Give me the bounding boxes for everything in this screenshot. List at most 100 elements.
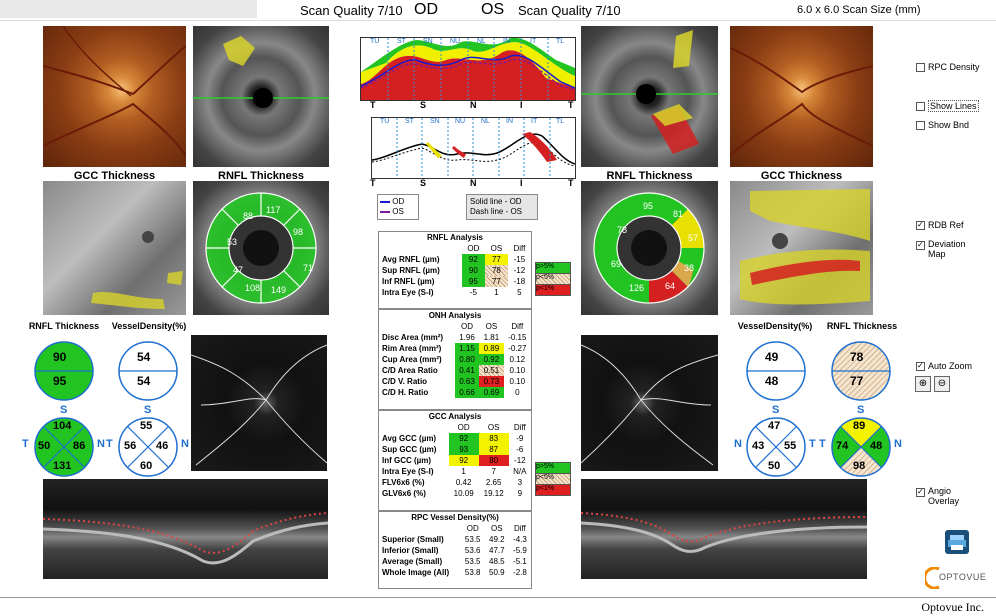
os-rnfl-quad-circle: 89 74 48 98	[830, 416, 892, 478]
os-vd-quad-n: 55	[784, 440, 797, 452]
zoom-in-icon[interactable]: ⊕	[915, 376, 931, 392]
auto-zoom-checkbox[interactable]	[916, 362, 925, 372]
od-gcc-title: GCC Thickness	[73, 170, 156, 182]
os-rnfl-sector-7: 69	[611, 259, 622, 269]
rdb-ref-checkbox[interactable]	[916, 221, 925, 231]
os-vd-hemi-circle: 49 48	[745, 340, 807, 402]
deviation-map-checkbox[interactable]	[916, 241, 925, 250]
angio-overlay-toggle[interactable]: Angio Overlay	[916, 486, 976, 506]
os-vd-hemi-inf: 48	[765, 374, 779, 388]
col-od: OD	[467, 244, 480, 253]
od-angio-image	[191, 335, 327, 471]
os-vd-quad-n-axis: N	[734, 438, 742, 450]
tsnit-label-tl: TL	[556, 38, 565, 45]
onh-analysis-title: ONH Analysis	[428, 311, 482, 320]
rpc-density-checkbox[interactable]	[916, 63, 925, 73]
od-vd-quad-i: 60	[140, 460, 153, 472]
angio-overlay-checkbox[interactable]	[916, 488, 925, 497]
od-rnfl-quad-circle: 104 50 86 131	[33, 416, 95, 478]
os-vd-quad-t: 43	[752, 440, 765, 452]
legend-p1-abnormal: p<1%	[535, 285, 571, 296]
od-rnfl-sector-1: 88	[243, 211, 254, 221]
os-fundus-image	[730, 26, 873, 167]
rnfl-significance-legend: p>5% p<5% p<1%	[535, 262, 571, 296]
os-rnfl-title: RNFL Thickness	[606, 170, 693, 182]
os-rnfl-quad-s: 89	[853, 420, 866, 432]
od-rnfl-sector-4: 71	[303, 263, 314, 273]
tsnit-axis-top-s: S	[420, 100, 427, 110]
rpc-density-toggle[interactable]: RPC Density	[916, 62, 980, 73]
col-diff: Diff	[513, 244, 526, 253]
tsnit-axis-top: T S N I T	[360, 100, 580, 112]
tsnit-sector-labels: TU ST SN NU NL IN IT TL	[360, 38, 574, 48]
os-rnfl-circle-title: RNFL Thickness	[826, 321, 898, 331]
os-rnfl-quad-n: 48	[870, 440, 883, 452]
os-rnfl-quad-t-axis: T	[819, 438, 826, 450]
tsnit2-sector-labels: TU ST SN NU NL IN IT TL	[360, 118, 574, 128]
footer-bar: Optovue Inc.	[0, 597, 996, 616]
tsnit-normative-chart	[360, 37, 576, 101]
zoom-out-icon[interactable]: ⊖	[934, 376, 950, 392]
tsnit-axis-bot-t2: T	[568, 178, 574, 188]
tsnit-axis-top-i: I	[520, 100, 523, 110]
od-rnfl-hemi-circle: 90 95	[33, 340, 95, 402]
dash-line-note: Dash line - OS	[470, 207, 523, 216]
os-vd-quad-circle: 47 43 55 50	[745, 416, 807, 478]
os-vd-quad-s-axis: S	[772, 404, 780, 416]
os-rnfl-sector-3: 57	[688, 233, 699, 243]
od-rnfl-hemi-inf: 95	[53, 374, 67, 388]
gcc-legend-abnormal: p<1%	[535, 485, 571, 496]
os-label: OS	[481, 1, 505, 18]
line-style-note: Solid line - OD Dash line - OS	[466, 194, 538, 220]
os-bscan-image	[581, 479, 867, 579]
show-lines-checkbox[interactable]	[916, 102, 925, 112]
rdb-ref-toggle[interactable]: RDB Ref	[916, 220, 964, 231]
os-rnfl-quad-i: 98	[853, 460, 866, 472]
rnfl-analysis-title: RNFL Analysis	[426, 233, 483, 242]
od-vd-quad-s-axis: S	[144, 404, 152, 416]
od-rnfl-quad-i: 131	[53, 460, 72, 472]
od-rnfl-sector-7: 47	[233, 265, 244, 275]
print-icon[interactable]	[945, 530, 969, 554]
tsnit-label-it: IT	[530, 38, 537, 45]
show-lines-toggle[interactable]: Show Lines	[916, 100, 979, 112]
tsnit-label-st: ST	[397, 38, 406, 45]
os-gcc-title: GCC Thickness	[760, 170, 843, 182]
od-vd-quad-n-axis: N	[181, 438, 189, 450]
od-rnfl-sector-2: 117	[266, 205, 281, 215]
os-rnfl-hemi-inf: 77	[850, 374, 864, 388]
legend-p5-borderline: p<5%	[535, 274, 571, 285]
os-rnfl-hemi-sup: 78	[850, 350, 864, 364]
auto-zoom-toggle[interactable]: Auto Zoom	[916, 361, 972, 372]
os-rnfl-quad-n-axis: N	[894, 438, 902, 450]
tsnit-comparison-chart	[371, 117, 576, 179]
os-rnfl-sector-4: 38	[684, 263, 695, 273]
tsnit-axis-bot-t1: T	[370, 178, 376, 188]
deviation-map-toggle[interactable]: Deviation Map	[916, 239, 976, 259]
os-rnfl-quad-t: 74	[836, 440, 849, 452]
od-rnfl-quad-t-axis: T	[22, 438, 29, 450]
legend-od: OD	[392, 197, 405, 206]
os-ir-image	[581, 26, 718, 167]
os-rnfl-sector-6: 126	[629, 283, 645, 293]
show-bnd-toggle[interactable]: Show Bnd	[916, 120, 969, 131]
show-bnd-checkbox[interactable]	[916, 121, 925, 131]
od-rnfl-sector-map: 88 117 98 71 149 108 47 53	[193, 181, 329, 315]
os-vd-quad-t-axis: T	[809, 438, 816, 450]
os-gcc-map	[730, 181, 873, 315]
os-rnfl-hemi-circle: 78 77	[830, 340, 892, 402]
rpc-analysis-title: RPC Vessel Density(%)	[411, 513, 499, 522]
